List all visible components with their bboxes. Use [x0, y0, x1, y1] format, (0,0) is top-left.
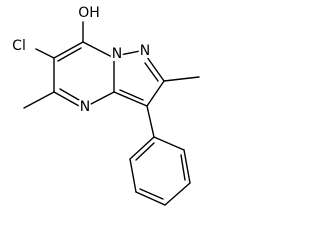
bond-c7-n1: [82, 41, 115, 59]
bond-ph4-ph5: [135, 191, 166, 206]
bond-ph1-ph2: [153, 136, 185, 151]
atom-oh: OH: [77, 5, 101, 21]
bond-c5-methyl: [23, 91, 55, 109]
bond-c3-c3a-inner: [119, 89, 144, 101]
bond-ph5-ph6: [129, 158, 137, 193]
bond-n2-c2-double: [146, 56, 165, 82]
bond-c3-c3a: [113, 91, 148, 107]
bond-ph6-ph1: [129, 136, 155, 160]
atom-n4: N: [78, 99, 92, 115]
atom-n2: N: [138, 43, 152, 59]
bond-ph6-ph1-inner: [135, 142, 155, 161]
bond-c5-n4-double: [59, 88, 80, 101]
bond-c6-cl: [35, 48, 55, 59]
bond-n1-n2: [119, 50, 141, 56]
bond-c7-c6: [53, 41, 84, 59]
bond-c7-c6-double: [57, 47, 82, 62]
bond-c5-n4: [53, 91, 80, 107]
bond-n4-c3a: [90, 91, 115, 105]
bond-ph2-ph3: [183, 149, 191, 184]
molecule-bonds: [23, 21, 200, 206]
bond-c2-c3: [146, 80, 165, 107]
atom-n1: N: [110, 46, 124, 62]
atom-cl: Cl: [11, 38, 27, 54]
bond-c3-phenyl: [146, 105, 155, 138]
bond-n2-c2-inner: [144, 62, 159, 82]
bond-ph4-ph5-inner: [139, 188, 164, 200]
bond-ph3-ph4: [164, 182, 191, 206]
bond-c2-methyl: [163, 76, 200, 82]
structure-diagram: OH Cl N N N: [11, 5, 200, 206]
bond-ph2-ph3-inner: [180, 154, 186, 181]
